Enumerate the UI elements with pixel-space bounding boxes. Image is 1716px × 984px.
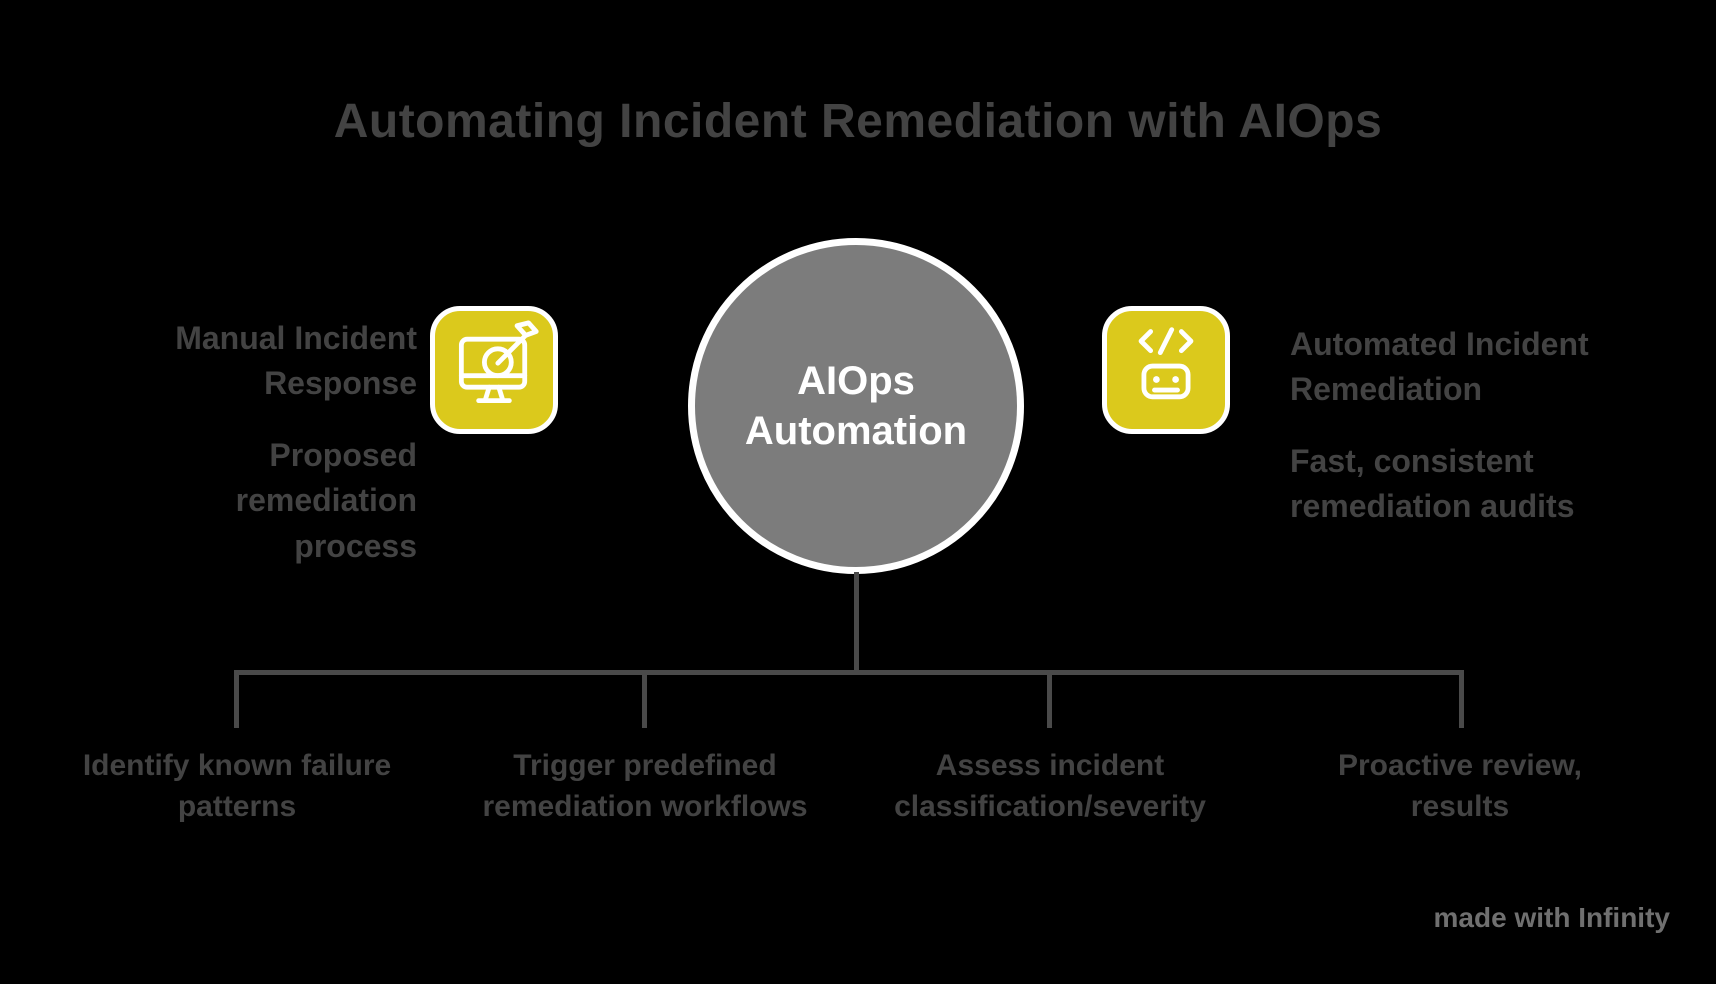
diagram-title: Automating Incident Remediation with AIO…: [333, 95, 1383, 148]
connector-drop-1: [234, 670, 239, 728]
branch-label-3: Assess incident classification/severity: [894, 749, 1206, 824]
branch-label-2: Trigger predefined remediation workflows: [482, 749, 808, 824]
robot-code-icon: [1118, 320, 1214, 421]
manual-response-icon-card: [430, 306, 558, 434]
automated-remediation-icon-card: [1102, 306, 1230, 434]
center-node: AIOps Automation: [688, 238, 1024, 574]
monitor-target-icon: [446, 319, 542, 421]
connector-drop-2: [642, 670, 647, 728]
watermark: made with Infinity: [1433, 902, 1670, 933]
automated-remediation-subtext: Fast, consistent remediation audits: [1290, 442, 1575, 525]
automated-remediation-text: Automated Incident Remediation Fast, con…: [1290, 322, 1590, 556]
manual-response-heading: Manual Incident Response: [175, 320, 417, 402]
connector-drop-3: [1047, 670, 1052, 728]
automated-remediation-heading: Automated Incident Remediation: [1290, 326, 1589, 408]
branch-label-4: Proactive review, results: [1337, 749, 1583, 824]
manual-response-text: Manual Incident Response Proposed remedi…: [105, 316, 417, 595]
connector-horizontal-bar: [234, 670, 1464, 675]
branch-label-1: Identify known failure patterns: [82, 749, 392, 824]
connector-drop-4: [1459, 670, 1464, 728]
center-node-label: AIOps Automation: [744, 359, 968, 453]
connector-center-stem: [854, 572, 859, 674]
manual-response-subtext: Proposed remediation process: [235, 436, 417, 564]
